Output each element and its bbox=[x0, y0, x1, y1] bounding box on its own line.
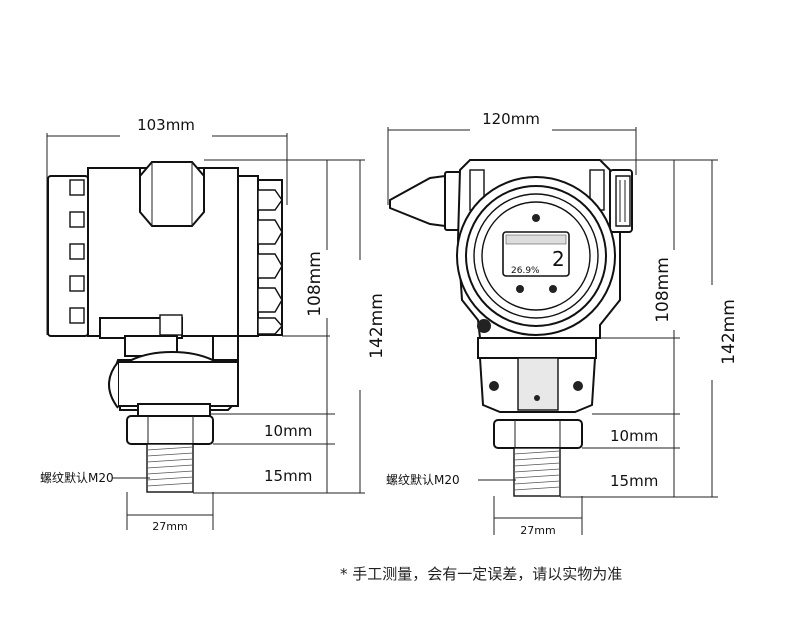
left-sensor-body bbox=[108, 351, 239, 417]
left-width-label: 103mm bbox=[137, 116, 195, 134]
lcd-main-value: 2 bbox=[552, 247, 565, 271]
right-hex-width-label: 27mm bbox=[520, 524, 555, 537]
left-thread-label: 螺纹默认M20 bbox=[40, 470, 114, 485]
right-housing-height-label: 108mm bbox=[653, 257, 673, 323]
left-hex-width-label: 27mm bbox=[152, 520, 187, 533]
left-total-height-label: 142mm bbox=[367, 293, 387, 359]
left-hex-nut bbox=[126, 415, 214, 445]
lcd-sub-value: 26.9% bbox=[511, 266, 540, 276]
left-thread bbox=[146, 443, 194, 493]
right-thread bbox=[513, 447, 561, 497]
right-total-height-label: 142mm bbox=[719, 299, 739, 365]
left-housing bbox=[47, 161, 283, 363]
right-width-label: 120mm bbox=[482, 110, 540, 128]
left-hex-height-label: 10mm bbox=[264, 422, 312, 440]
right-neck bbox=[477, 337, 597, 413]
right-thread-label: 螺纹默认M20 bbox=[386, 472, 460, 487]
left-housing-height-label: 108mm bbox=[305, 251, 325, 317]
left-view: 103mm bbox=[40, 116, 387, 533]
right-cable-gland bbox=[389, 171, 462, 231]
right-display-cover: 2 26.9% bbox=[456, 176, 616, 336]
right-hex-nut bbox=[493, 419, 583, 449]
right-hex-height-label: 10mm bbox=[610, 427, 658, 445]
right-view: 120mm 2 26.9 bbox=[386, 110, 739, 537]
right-thread-height-label: 15mm bbox=[610, 472, 658, 490]
footnote: * 手工测量，会有一定误差，请以实物为准 bbox=[340, 565, 622, 583]
lcd-bar-graph bbox=[505, 234, 567, 245]
left-thread-height-label: 15mm bbox=[264, 467, 312, 485]
